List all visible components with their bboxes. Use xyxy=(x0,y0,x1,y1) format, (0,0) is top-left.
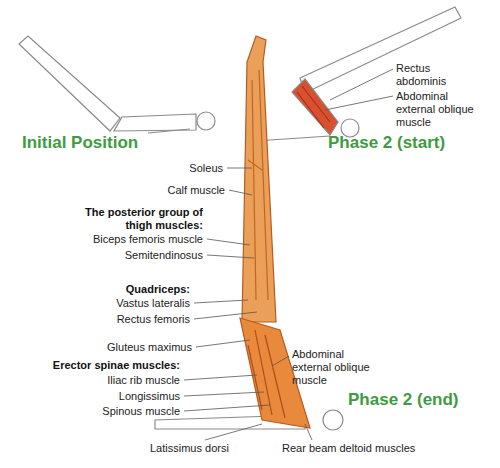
group-heading: Quadriceps: xyxy=(50,283,190,296)
leader-line xyxy=(184,405,270,411)
leader-line xyxy=(207,255,254,258)
muscle-label: Iliac rib muscle xyxy=(20,374,180,387)
leader-line xyxy=(196,340,250,347)
group-heading: Erector spinae muscles: xyxy=(20,359,180,372)
phase-title: Initial Position xyxy=(22,133,192,153)
muscle-label: Biceps femoris muscle xyxy=(50,233,203,246)
phase-title: Phase 2 (start) xyxy=(328,133,493,153)
leader-line xyxy=(330,69,393,100)
leader-line xyxy=(229,190,252,195)
leader-line xyxy=(194,300,248,303)
group-heading: The posterior group of thigh muscles: xyxy=(78,206,203,232)
leader-line xyxy=(227,168,252,169)
muscle-label: Longissimus xyxy=(20,390,180,403)
muscle-label: Gluteus maximus xyxy=(40,341,192,354)
muscle-label: Latissimus dorsi xyxy=(150,442,260,455)
leader-line xyxy=(184,392,264,396)
muscle-label: Rectus femoris xyxy=(40,313,190,326)
leader-line xyxy=(207,239,250,245)
muscle-label: Rear beam deltoid muscles xyxy=(282,442,452,455)
muscle-label: Vastus lateralis xyxy=(40,297,190,310)
leader-line xyxy=(205,424,262,440)
leader-lines xyxy=(184,69,393,440)
leader-line xyxy=(194,312,257,319)
muscle-label: Spinous muscle xyxy=(20,405,180,418)
muscle-label: Semitendinosus xyxy=(50,249,203,262)
leader-line xyxy=(272,356,289,366)
leader-line xyxy=(325,96,393,110)
leader-line xyxy=(184,375,257,380)
muscle-label: Abdominal external oblique muscle xyxy=(396,90,484,129)
muscle-label: Rectus abdominis xyxy=(396,62,456,88)
muscle-label: Abdominal external oblique muscle xyxy=(292,348,380,387)
phase-title: Phase 2 (end) xyxy=(348,390,493,410)
leader-line xyxy=(305,424,312,440)
initial-figure xyxy=(19,36,215,133)
muscle-label: Soleus xyxy=(143,162,223,175)
muscle-label: Calf muscle xyxy=(143,184,225,197)
